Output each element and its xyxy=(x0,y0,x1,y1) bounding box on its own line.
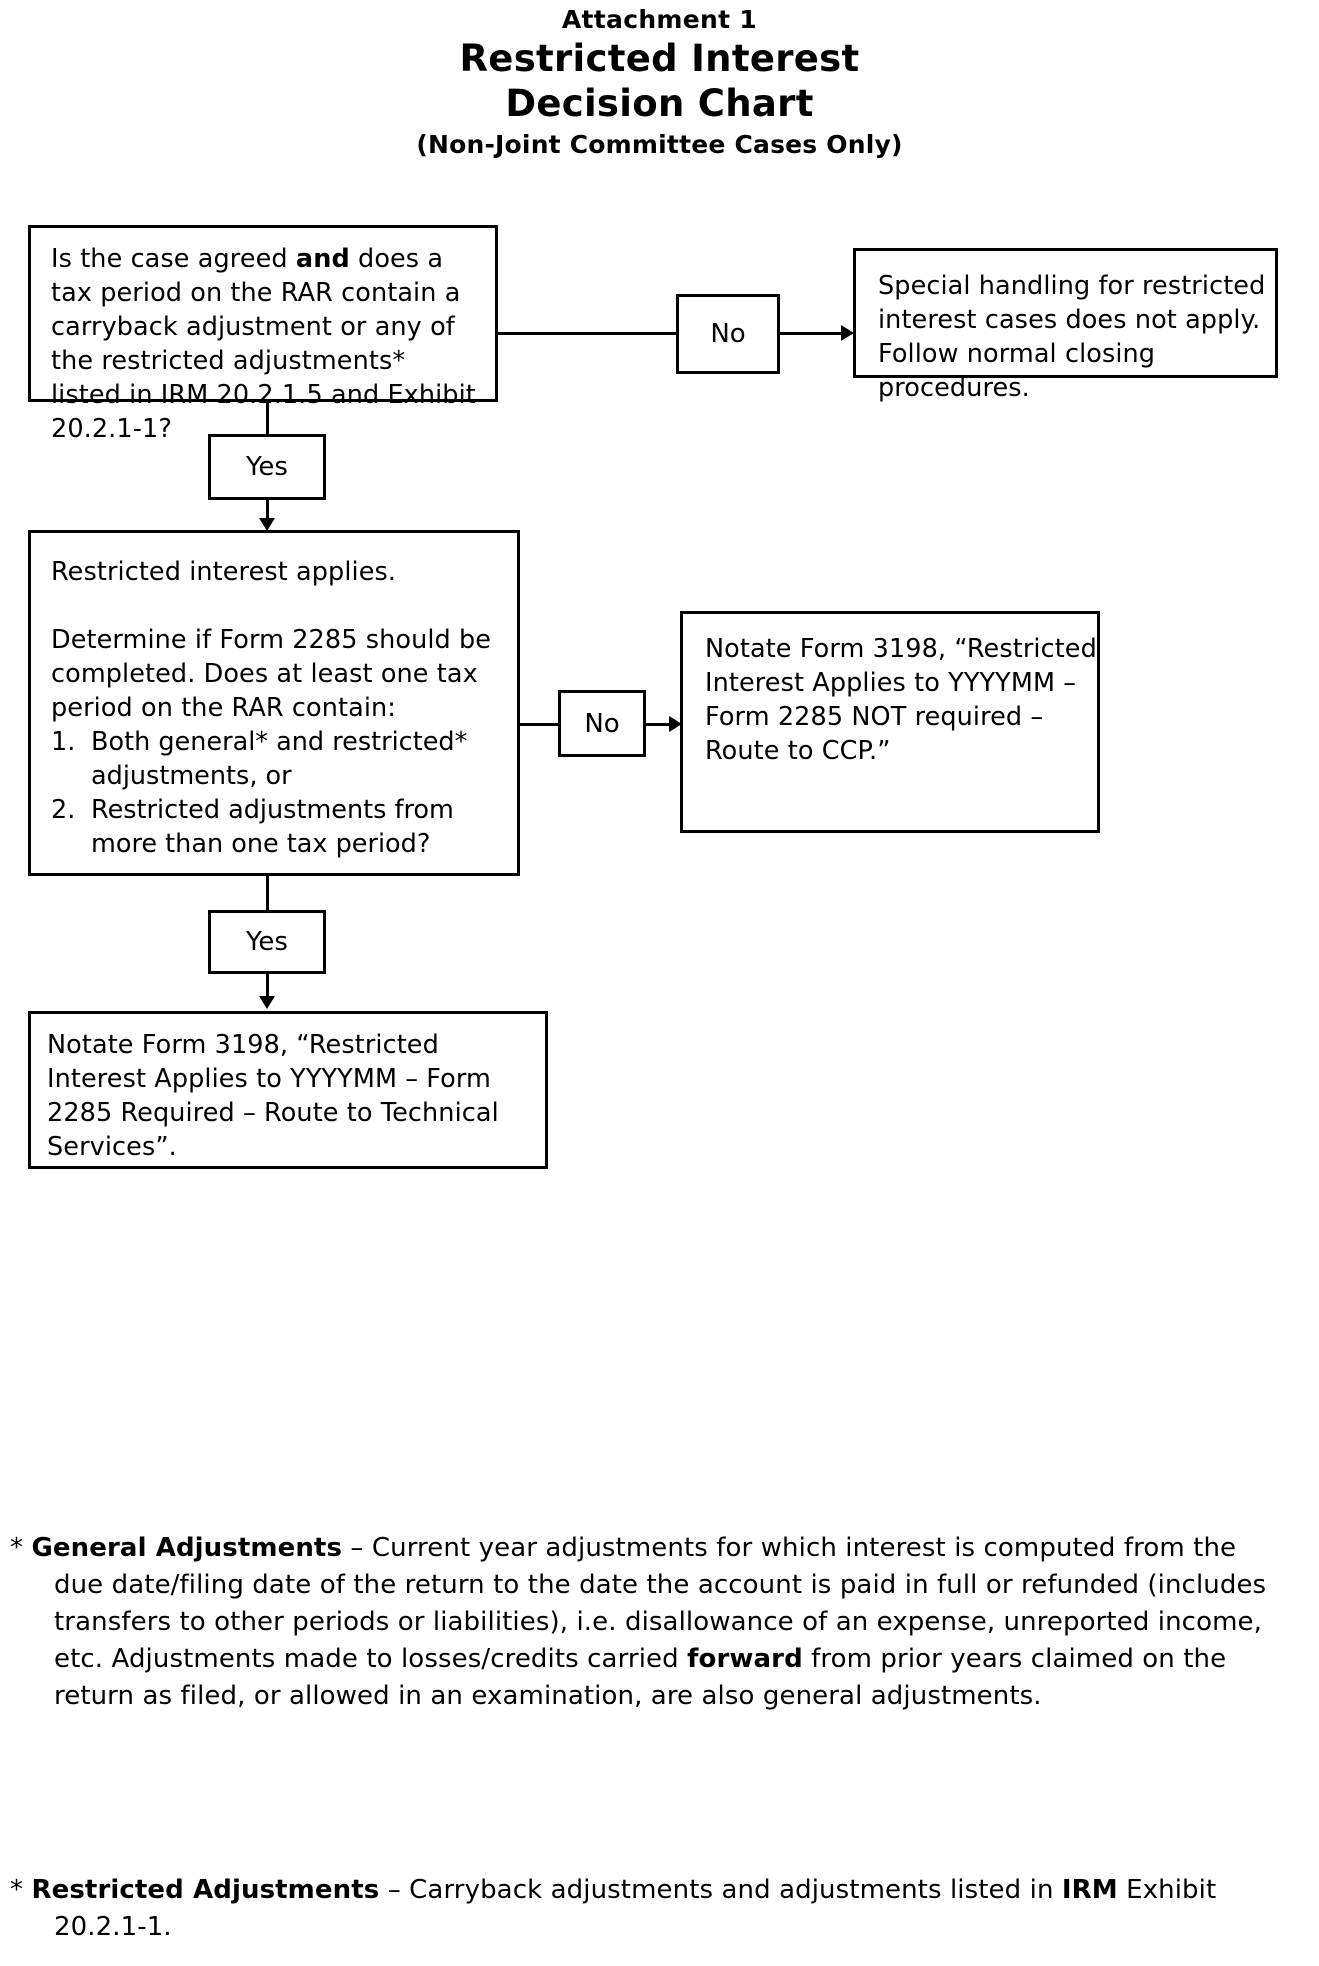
arrow-yes2-to-notate2 xyxy=(259,996,275,1009)
connector-q1-to-yes1 xyxy=(266,402,269,434)
footnote-term: General Adjustments xyxy=(31,1533,343,1563)
list-item-number: 1. xyxy=(51,727,76,757)
page-title-block: Attachment 1 Restricted Interest Decisio… xyxy=(0,4,1319,164)
edge-label-no-2-text: No xyxy=(584,708,620,739)
chart-title-line-1: Restricted Interest xyxy=(459,37,860,80)
list-item-number: 2. xyxy=(51,795,76,825)
connector-q2-to-yes2 xyxy=(266,876,269,910)
footnote-restricted-adjustments-text: * Restricted Adjustments – Carryback adj… xyxy=(10,1872,1280,1946)
outcome-box-notate-2285-not-required: Notate Form 3198, “Restricted Interest A… xyxy=(680,611,1100,833)
connector-no2-to-notate1 xyxy=(646,723,678,726)
footnote-marker: * xyxy=(10,1533,24,1563)
list-item: 1. Both general* and restricted* adjustm… xyxy=(51,725,499,793)
outcome-box-notate-2285-not-required-text: Notate Form 3198, “Restricted Interest A… xyxy=(705,634,1097,766)
edge-label-no-1-text: No xyxy=(710,319,746,349)
chart-title-line-2: Decision Chart xyxy=(505,82,814,125)
edge-label-yes-1: Yes xyxy=(208,434,326,500)
outcome-box-special-handling-text: Special handling for restricted interest… xyxy=(878,271,1266,403)
edge-label-yes-2: Yes xyxy=(208,910,326,974)
decision-box-question-2-intro: Restricted interest applies. xyxy=(51,557,397,587)
decision-box-question-2-spacer xyxy=(51,589,499,623)
edge-label-yes-1-text: Yes xyxy=(246,452,288,482)
list-item: 2. Restricted adjustments from more than… xyxy=(51,793,499,861)
outcome-box-notate-2285-required: Notate Form 3198, “Restricted Interest A… xyxy=(28,1011,548,1169)
attachment-label: Attachment 1 xyxy=(561,5,758,34)
arrow-no2-to-notate1 xyxy=(669,716,682,732)
q1-text-bold: and xyxy=(295,244,350,274)
footnote-general-adjustments-text: * General Adjustments – Current year adj… xyxy=(10,1530,1280,1715)
decision-box-question-2: Restricted interest applies. Determine i… xyxy=(28,530,520,876)
edge-label-no-1: No xyxy=(676,294,780,374)
connector-yes1-to-q2 xyxy=(266,500,269,522)
footnote-general-adjustments: * General Adjustments – Current year adj… xyxy=(0,1530,1280,1715)
decision-box-question-2-list: 1. Both general* and restricted* adjustm… xyxy=(51,725,499,861)
footnote-body-bold: forward xyxy=(687,1644,803,1674)
edge-label-yes-2-text: Yes xyxy=(246,927,288,957)
list-item-text: Both general* and restricted* adjustment… xyxy=(91,727,468,791)
decision-box-question-1: Is the case agreed and does a tax period… xyxy=(28,225,498,444)
footnote-body-part-1: Current year adjustments for which inter… xyxy=(54,1533,1267,1674)
connector-q1-to-no1 xyxy=(498,332,676,335)
footnote-marker: * xyxy=(10,1875,24,1905)
q1-text-part-2: does a tax period on the RAR contain a c… xyxy=(51,244,476,444)
connector-yes2-to-notate2 xyxy=(266,974,269,998)
outcome-box-special-handling: Special handling for restricted interest… xyxy=(853,248,1278,403)
arrow-no1-to-special xyxy=(841,325,854,341)
arrow-yes1-to-q2 xyxy=(259,518,275,531)
list-item-text: Restricted adjustments from more than on… xyxy=(91,795,454,859)
chart-subtitle: (Non-Joint Committee Cases Only) xyxy=(416,130,903,159)
footnote-dash: – xyxy=(379,1875,410,1905)
footnote-term: Restricted Adjustments xyxy=(31,1875,380,1905)
footnote-dash: – xyxy=(342,1533,372,1563)
footnote-restricted-adjustments: * Restricted Adjustments – Carryback adj… xyxy=(0,1872,1280,1946)
decision-box-question-2-body: Determine if Form 2285 should be complet… xyxy=(51,625,492,723)
footnote-body-part-2: from prior years claimed on the return a… xyxy=(54,1644,1227,1711)
footnote-body-bold: IRM xyxy=(1061,1875,1118,1905)
edge-label-no-2: No xyxy=(558,690,646,757)
footnote-body-part-2: Exhibit 20.2.1-1. xyxy=(54,1875,1217,1942)
footnote-body-part-1: Carryback adjustments and adjustments li… xyxy=(409,1875,1062,1905)
connector-no1-to-special xyxy=(780,332,846,335)
connector-q2-to-no2 xyxy=(520,723,558,726)
outcome-box-notate-2285-required-text: Notate Form 3198, “Restricted Interest A… xyxy=(47,1030,499,1162)
decision-box-question-1-text: Is the case agreed and does a tax period… xyxy=(51,242,477,446)
q1-text-part-1: Is the case agreed xyxy=(51,244,296,274)
